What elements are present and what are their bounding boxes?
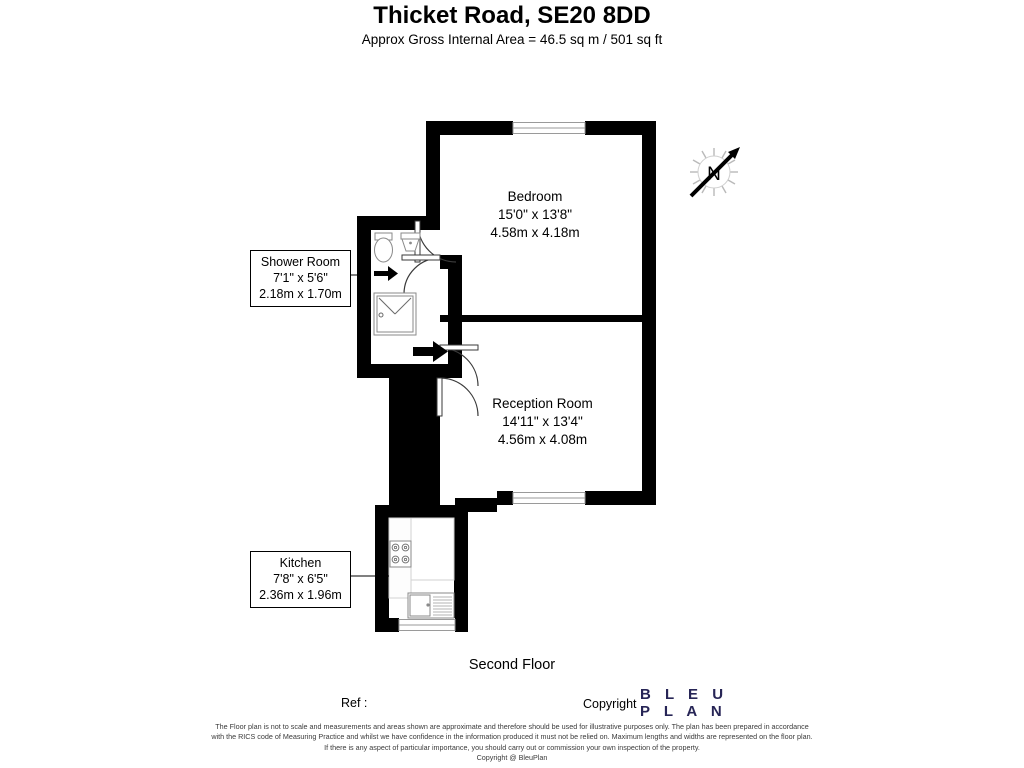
room-dims-metric-kitchen: 2.36m x 1.96m — [259, 588, 342, 602]
disclaimer-line-4: Copyright @ BleuPlan — [476, 753, 548, 763]
fixture-sink-kitchen — [407, 592, 455, 619]
room-label-kitchen: Kitchen 7'8" x 6'5" 2.36m x 1.96m — [250, 551, 351, 608]
room-dims-imperial-shower-room: 7'1" x 5'6" — [273, 271, 328, 285]
room-name-shower-room: Shower Room — [260, 255, 341, 269]
window-bedroom-top — [512, 121, 586, 135]
floor-name-label: Second Floor — [468, 657, 556, 673]
fixture-toilet — [374, 232, 393, 263]
disclaimer-line-1: The Floor plan is not to scale and measu… — [215, 722, 809, 731]
room-dims-metric-reception: 4.56m x 4.08m — [497, 432, 588, 447]
disclaimer-text: The Floor plan is not to scale and measu… — [0, 722, 1024, 764]
room-dims-metric-bedroom: 4.58m x 4.18m — [490, 225, 580, 240]
page-title: Thicket Road, SE20 8DD — [373, 2, 651, 29]
door-shower-room — [401, 254, 441, 295]
arrow-shower-room — [374, 266, 398, 281]
leader-lines — [351, 274, 389, 577]
room-dims-imperial-kitchen: 7'8" x 6'5" — [273, 572, 328, 586]
room-label-bedroom: Bedroom 15'0" x 13'8" 4.58m x 4.18m — [455, 188, 615, 242]
room-label-shower-room: Shower Room 7'1" x 5'6" 2.18m x 1.70m — [250, 250, 351, 307]
logo-line-1: B L E U — [640, 686, 729, 703]
copyright-label: Copyright — [583, 697, 637, 711]
room-dims-imperial-bedroom: 15'0" x 13'8" — [497, 207, 573, 222]
room-name-kitchen: Kitchen — [279, 556, 322, 570]
disclaimer-line-2: with the RICS code of Measuring Practice… — [211, 732, 813, 742]
logo-line-2: P L A N — [640, 703, 727, 720]
room-dims-imperial-reception: 14'11" x 13'4" — [502, 414, 583, 429]
window-kitchen-bottom — [398, 618, 456, 632]
room-name-bedroom: Bedroom — [507, 189, 563, 204]
fixture-shower-tray — [373, 292, 417, 336]
page-subtitle-area: Approx Gross Internal Area = 46.5 sq m /… — [361, 32, 663, 47]
fixture-hob — [389, 540, 412, 568]
window-reception-bottom — [512, 491, 586, 505]
compass-rose: N — [689, 147, 740, 198]
fixture-sink — [400, 232, 421, 252]
room-label-reception: Reception Room 14'11" x 13'4" 4.56m x 4.… — [455, 395, 630, 449]
room-dims-metric-shower-room: 2.18m x 1.70m — [259, 287, 342, 301]
arrow-entrance — [413, 341, 448, 362]
bleuplan-logo: B L E U P L A N — [640, 686, 728, 720]
wall-outlines — [357, 121, 656, 632]
fixture-worktop — [388, 517, 455, 599]
room-name-reception: Reception Room — [492, 396, 593, 411]
reference-label: Ref : — [341, 696, 368, 710]
disclaimer-line-3: If there is any aspect of particular imp… — [324, 742, 700, 752]
door-reception — [436, 377, 479, 417]
compass-north-label: N — [707, 164, 721, 185]
